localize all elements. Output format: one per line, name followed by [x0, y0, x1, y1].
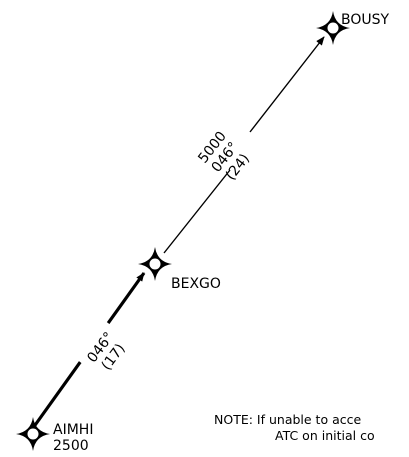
- waypoint-aimhi-icon[interactable]: [16, 417, 50, 451]
- note-line-1: NOTE: If unable to acce: [214, 412, 361, 427]
- leg-bexgo-bousy-line-lower: [163, 169, 231, 254]
- waypoint-bexgo-label: BEXGO: [171, 276, 221, 292]
- waypoint-aimhi-altitude: 2500: [53, 438, 89, 454]
- waypoint-aimhi-label: AIMHI: [53, 422, 93, 438]
- leg-bexgo-bousy-labels: 5000 046° (24): [195, 129, 253, 184]
- leg-bexgo-bousy-line-upper: [249, 36, 325, 133]
- waypoint-bousy-label: BOUSY: [341, 12, 390, 28]
- note-line-2: ATC on initial co: [275, 428, 375, 443]
- leg-aimhi-bexgo-labels: 046° (17): [76, 321, 138, 384]
